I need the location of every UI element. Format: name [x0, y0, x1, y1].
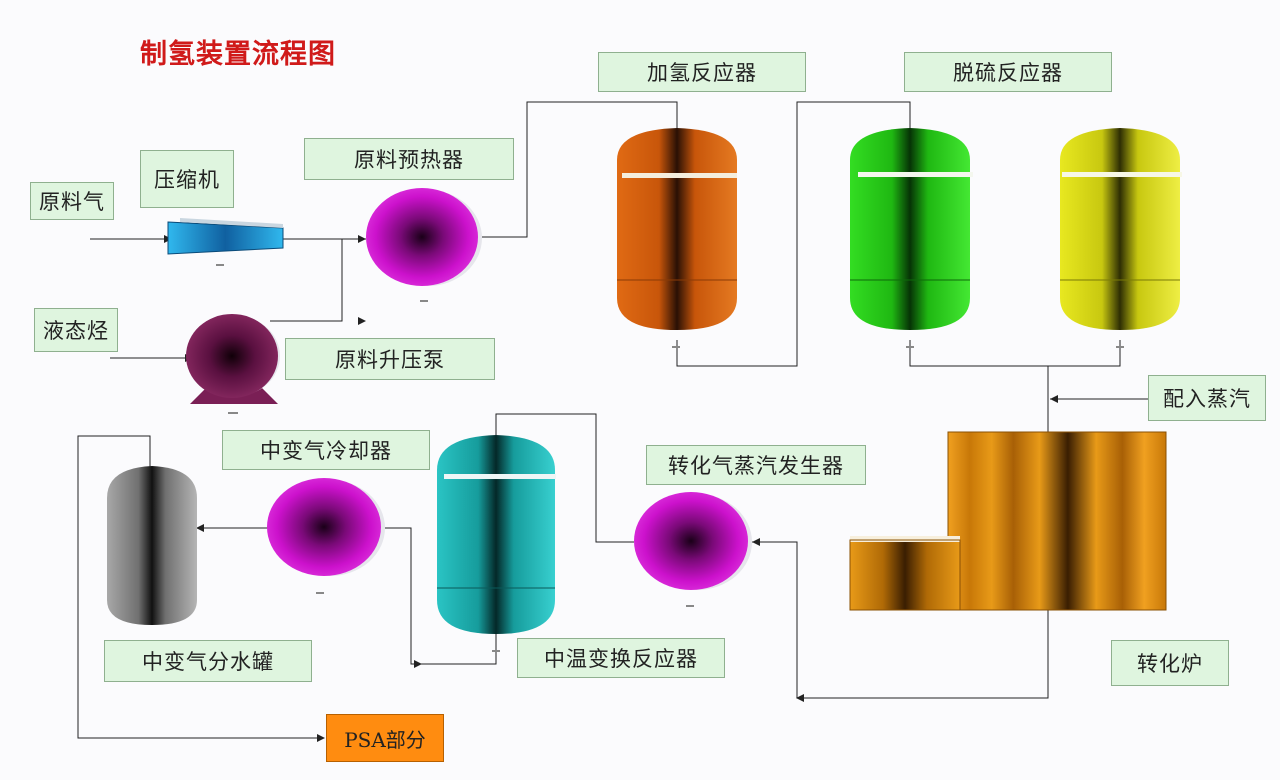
- compressor-unit: [167, 218, 284, 255]
- booster-pump-unit: [186, 314, 280, 404]
- pipe-pump-to-preheater: [270, 239, 343, 322]
- desulfurizer-1-vessel: [850, 128, 973, 330]
- process-piping: [77, 101, 1148, 739]
- label-mid-temp-shift-reactor: 中温变换反应器: [517, 638, 725, 678]
- label-reformer: 转化炉: [1111, 640, 1229, 686]
- shift-gas-cooler-unit: [267, 478, 385, 576]
- label-shift-gas-separator: 中变气分水罐: [104, 640, 312, 682]
- equipment-tags: [216, 264, 1124, 652]
- label-hydrogenation-reactor: 加氢反应器: [598, 52, 806, 92]
- pipe-steam-generator-to-shift: [495, 413, 634, 543]
- pipe-separator-to-psa: [77, 435, 320, 739]
- label-feed-gas: 原料气: [30, 182, 114, 220]
- label-steam-generator: 转化气蒸汽发生器: [646, 445, 866, 485]
- pipe-preheater-to-hydrogenation: [482, 101, 678, 238]
- label-steam-addition: 配入蒸汽: [1148, 375, 1266, 421]
- label-feed-booster-pump: 原料升压泵: [285, 338, 495, 380]
- label-desulfurization-reactor: 脱硫反应器: [904, 52, 1112, 92]
- desulfurizer-2-vessel: [1060, 128, 1182, 330]
- pipe-desulfurizer-header: [909, 340, 1121, 367]
- hydrogenation-reactor-vessel: [617, 128, 737, 330]
- pipe-hydrogenation-to-desulfurizer: [676, 101, 911, 367]
- label-psa-section: PSA部分: [326, 714, 444, 762]
- label-feed-preheater: 原料预热器: [304, 138, 514, 180]
- shift-gas-separator-vessel: [107, 466, 197, 625]
- reformer-furnace: [849, 431, 1167, 611]
- feed-preheater-unit: [366, 188, 482, 286]
- diagram-title: 制氢装置流程图: [140, 39, 336, 70]
- label-compressor: 压缩机: [140, 150, 234, 208]
- pipe-shift-to-cooler: [382, 527, 497, 665]
- label-liquid-hydrocarbon: 液态烃: [34, 308, 118, 352]
- mid-temp-shift-reactor-vessel: [437, 435, 556, 634]
- steam-generator-unit: [634, 492, 752, 590]
- label-shift-gas-cooler: 中变气冷却器: [222, 430, 430, 470]
